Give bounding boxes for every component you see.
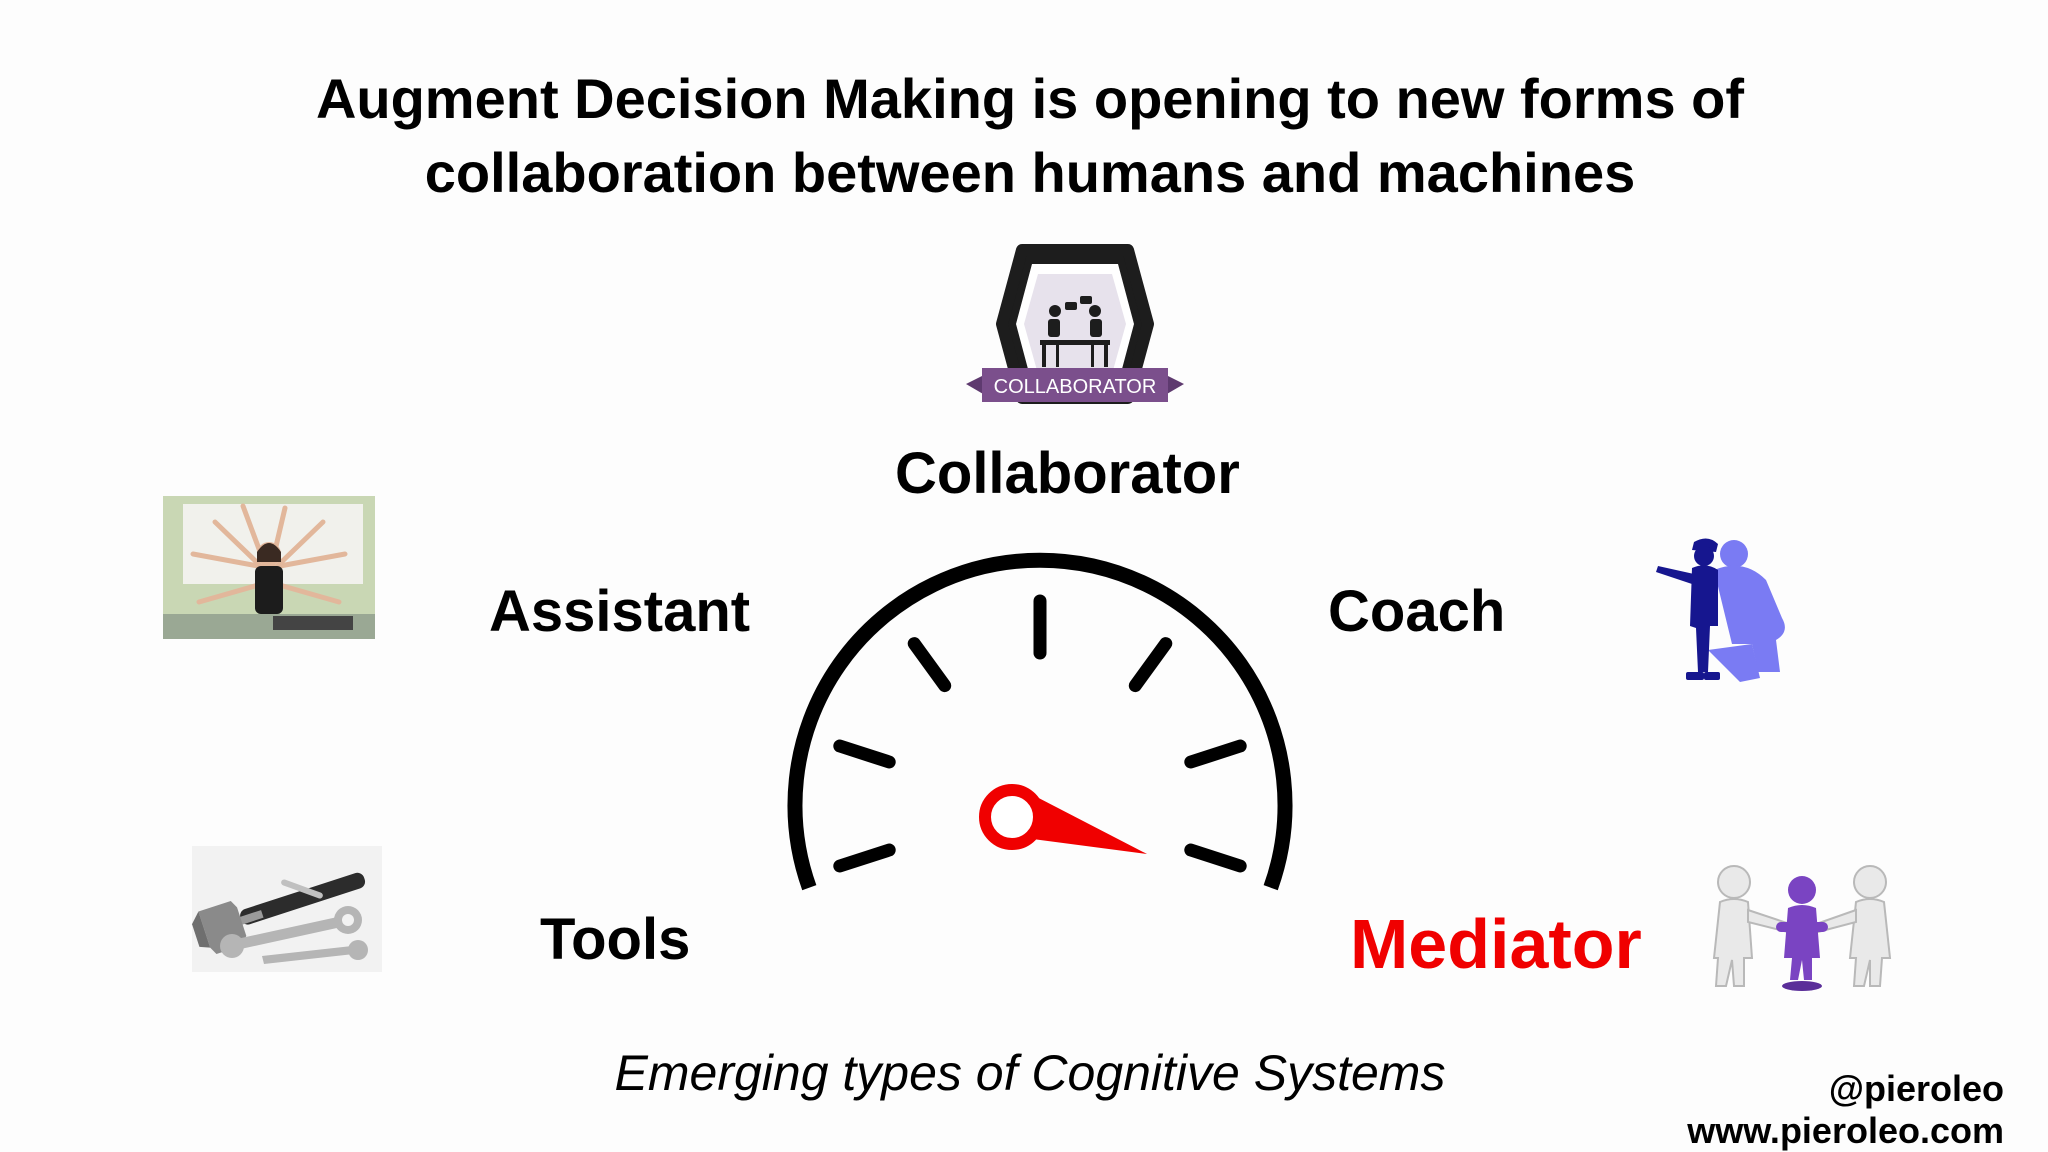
credits: @pieroleo www.pieroleo.com <box>1687 1068 2004 1152</box>
label-assistant: Assistant <box>489 579 751 644</box>
label-tools: Tools <box>540 907 691 972</box>
subtitle: Emerging types of Cognitive Systems <box>614 1045 1446 1101</box>
multi-armed-woman-photo <box>163 496 375 639</box>
twitter-handle: @pieroleo <box>1828 1068 2004 1109</box>
gauge-tick <box>833 739 896 769</box>
gauge-tick <box>1184 843 1247 873</box>
gauge-tick <box>907 637 952 693</box>
label-coach: Coach <box>1328 579 1506 644</box>
title-line-2: collaboration between humans and machine… <box>424 141 1636 204</box>
coach-pointing-icon <box>1656 538 1785 682</box>
gauge <box>787 552 1293 891</box>
title-line-1: Augment Decision Making is opening to ne… <box>315 67 1745 130</box>
collaborator-badge: COLLABORATOR <box>966 244 1184 404</box>
mediator-figures-icon <box>1712 865 1892 991</box>
gauge-tick <box>1128 637 1173 693</box>
meeting-icon <box>1040 296 1110 367</box>
label-collaborator: Collaborator <box>895 441 1240 506</box>
gauge-tick <box>833 843 896 873</box>
gauge-needle <box>979 784 1147 854</box>
badge-text: COLLABORATOR <box>994 376 1157 398</box>
gauge-tick <box>1184 739 1247 769</box>
website-link[interactable]: www.pieroleo.com <box>1687 1110 2004 1151</box>
gauge-arc <box>787 552 1293 891</box>
page-title: Augment Decision Making is opening to ne… <box>0 62 2048 210</box>
label-mediator: Mediator <box>1350 905 1642 983</box>
hammer-wrench-photo <box>192 846 382 972</box>
